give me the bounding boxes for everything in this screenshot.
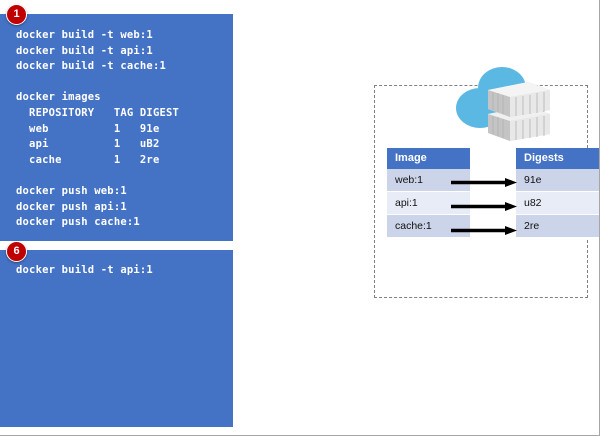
terminal-code-step-1: docker build -t web:1 docker build -t ap… — [16, 29, 180, 229]
digest-table-row: u82 — [516, 192, 599, 215]
cloud-registry-icon — [456, 67, 550, 141]
digest-table-row: 2re — [516, 215, 599, 238]
image-table-row: api:1 — [387, 192, 470, 215]
step-badge-1: 1 — [6, 4, 27, 25]
step-badge-6: 6 — [6, 241, 27, 262]
terminal-panel-step-6: docker build -t api:1 — [0, 250, 233, 427]
arrow-web-to-digest — [451, 178, 517, 187]
arrow-api-to-digest — [451, 202, 517, 211]
digest-table-row: 91e — [516, 169, 599, 192]
image-table: Image web:1 api:1 cache:1 — [387, 148, 470, 238]
digest-table: Digests 91e u82 2re — [516, 148, 599, 238]
arrow-cache-to-digest — [451, 226, 517, 235]
image-table-header: Image — [387, 148, 470, 169]
digest-table-header: Digests — [516, 148, 599, 169]
terminal-code-step-6: docker build -t api:1 — [16, 264, 153, 276]
image-table-row: web:1 — [387, 169, 470, 192]
image-table-row: cache:1 — [387, 215, 470, 238]
terminal-panel-step-1: docker build -t web:1 docker build -t ap… — [0, 14, 233, 241]
